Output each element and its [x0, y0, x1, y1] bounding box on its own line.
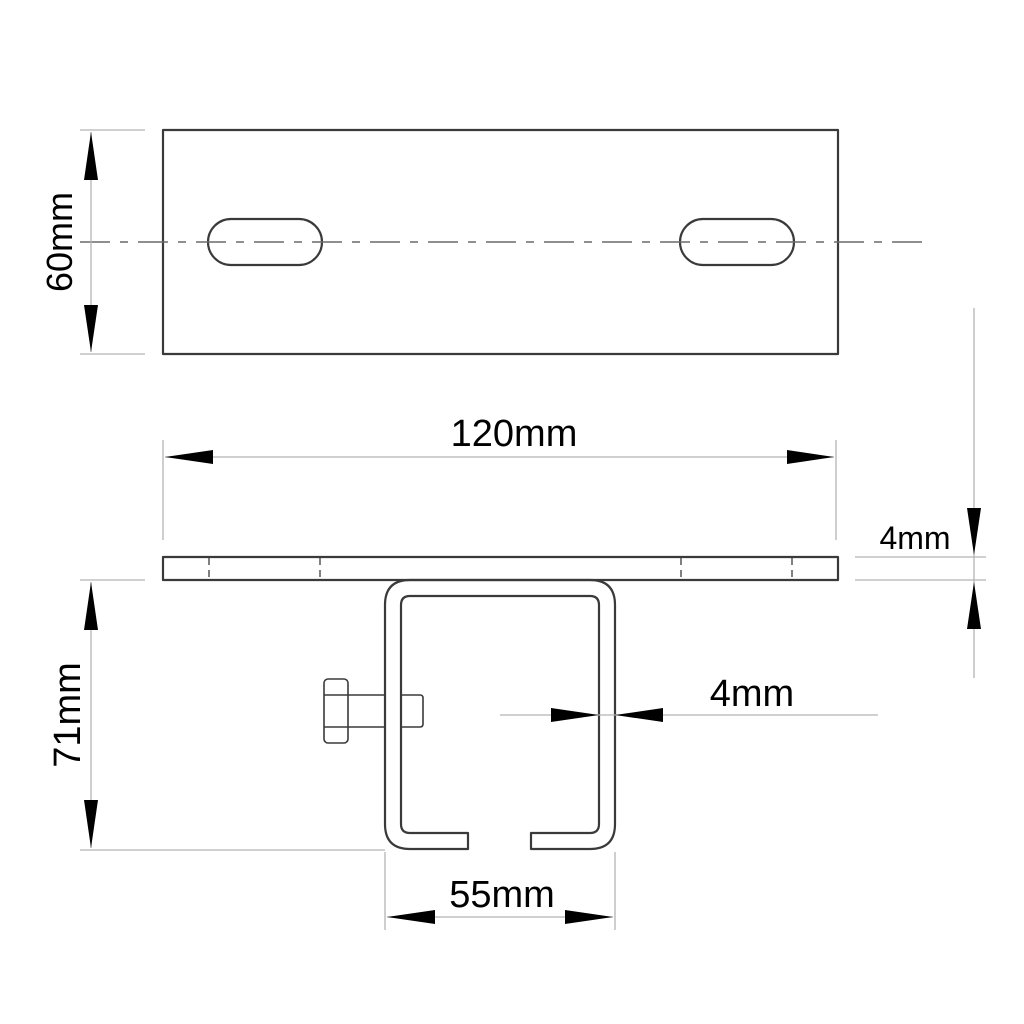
arrow-left-icon: [615, 708, 663, 722]
dimension-60mm: 60mm: [39, 129, 145, 355]
top-view-plate: [80, 128, 932, 356]
plate-side-outline: [161, 555, 840, 582]
dimension-4mm-wall: 4mm: [500, 673, 878, 722]
arrow-up-icon: [967, 582, 981, 629]
dimension-label-channel-width: 55mm: [449, 874, 555, 916]
dimension-120mm: 120mm: [162, 413, 837, 540]
dimension-55mm: 55mm: [384, 852, 616, 930]
dimension-label-plate-thickness: 4mm: [879, 520, 950, 556]
arrow-left-icon: [165, 450, 213, 464]
dimension-label-channel-height: 71mm: [47, 662, 89, 768]
arrow-right-icon: [565, 910, 613, 924]
bolt-head: [323, 678, 349, 744]
arrow-down-icon: [967, 508, 981, 555]
arrow-up-icon: [84, 582, 98, 630]
arrow-down-icon: [84, 800, 98, 848]
bolt-tip: [401, 694, 424, 728]
dimension-4mm-plate: 4mm: [855, 308, 986, 678]
arrow-right-icon: [787, 450, 834, 464]
arrow-right-icon: [551, 708, 599, 722]
arrow-left-icon: [387, 910, 435, 924]
dimension-71mm: 71mm: [47, 579, 385, 851]
arrow-down-icon: [84, 305, 98, 352]
dimension-label-plate-height: 60mm: [39, 192, 80, 292]
c-channel-profile: [383, 578, 617, 851]
dimension-label-wall-thickness: 4mm: [710, 673, 794, 715]
arrow-up-icon: [84, 132, 98, 180]
dimension-label-plate-length: 120mm: [451, 413, 578, 455]
front-view: [161, 555, 840, 851]
